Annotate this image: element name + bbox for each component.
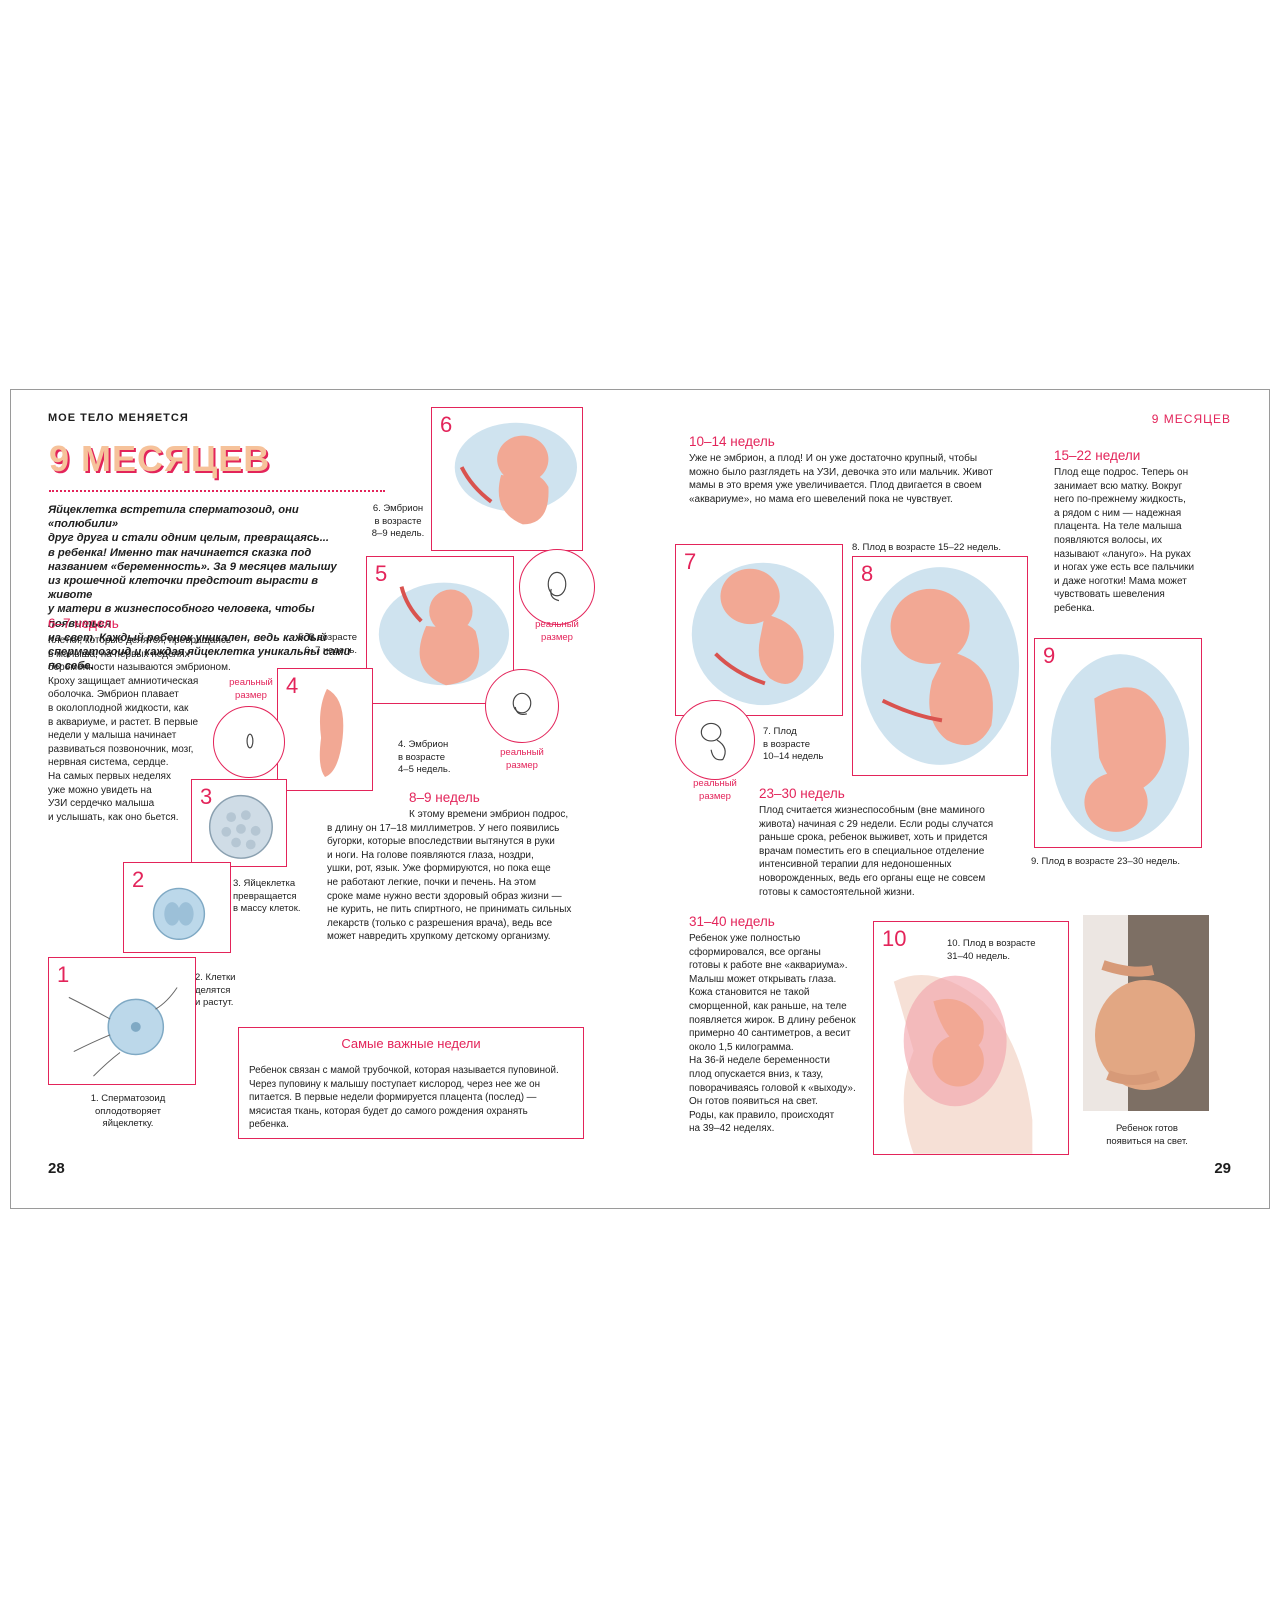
page-number-left: 28 [48,1160,65,1177]
page-number-right: 29 [1214,1160,1231,1177]
running-header-right: 9 МЕСЯЦЕВ [1151,412,1231,426]
heading-15-22-weeks: 15–22 недели [1054,448,1141,463]
fetus-small-icon [700,722,726,761]
figure-8-caption: 8. Плод в возрасте 15–22 недель. [852,542,1001,553]
pregnant-belly-icon [1095,915,1209,1111]
real-size-circle-10-14 [675,700,755,780]
embryo-tiny-icon [246,733,254,749]
figure-5-frame: 5 [366,556,514,704]
text-23-30-weeks: Плод считается жизнеспособным (вне мамин… [759,805,994,898]
page-title: 9 МЕСЯЦЕВ [49,438,271,479]
box-title: Самые важные недели [341,1036,481,1051]
fetus-15-22-weeks-illustration [860,567,1020,765]
title-divider [49,490,385,492]
figure-9-frame: 9 [1034,638,1202,848]
book-spread: МОЕ ТЕЛО МЕНЯЕТСЯ 9 МЕСЯЦЕВ 9 МЕСЯЦЕВ Яй… [10,389,1270,1209]
embryo-8-9-weeks-illustration [454,422,578,525]
real-size-circle-4-5 [213,706,285,778]
fertilization-illustration [68,987,178,1077]
box-text: Ребенок связан с мамой трубочкой, котора… [249,1065,559,1131]
fetus-10-14-weeks-illustration [691,562,835,706]
text-10-14-weeks: Уже не эмбрион, а плод! И он уже достато… [689,453,993,505]
real-size-circle-6-7 [485,669,559,743]
figure-7-frame: 7 [675,544,843,716]
embryo-curled-icon [512,692,532,716]
fetus-23-30-weeks-illustration [1050,654,1190,842]
figure-8-frame: 8 [852,556,1028,776]
running-header-left: МОЕ ТЕЛО МЕНЯЕТСЯ [48,412,189,424]
text-8-9-weeks: К этому времени эмбрион подрос, в длину … [327,809,572,943]
morula-illustration [208,794,273,859]
fetus-in-womb-illustration [893,974,1033,1154]
figure-1-frame: 1 [48,957,196,1085]
figure-3-frame: 3 [191,779,287,867]
figure-2-frame: 2 [123,862,231,953]
heading-10-14-weeks: 10–14 недель [689,434,775,449]
figure-10-frame: 10 [873,921,1069,1155]
dividing-cell-illustration [152,887,206,941]
heading-31-40-weeks: 31–40 недель [689,914,775,929]
heading-6-7-weeks: 6–7 недель [48,616,119,631]
heading-23-30-weeks: 23–30 недель [759,786,845,801]
important-weeks-box: Самые важные недели Ребенок связан с мам… [238,1027,584,1139]
figure-4-frame: 4 [277,668,373,791]
pregnant-belly-photo [1083,915,1209,1111]
embryo-4-5-weeks-illustration [319,688,344,777]
figure-6-frame: 6 [431,407,583,551]
heading-8-9-weeks: 8–9 недель [409,790,480,805]
intro-paragraph: Яйцеклетка встретила сперматозоид, они «… [48,504,351,673]
embryo-small-icon [547,571,567,602]
figure-9-caption: 9. Плод в возрасте 23–30 недель. [1031,856,1180,867]
embryo-6-7-weeks-illustration [378,582,510,686]
real-size-circle-6-9 [519,549,595,625]
